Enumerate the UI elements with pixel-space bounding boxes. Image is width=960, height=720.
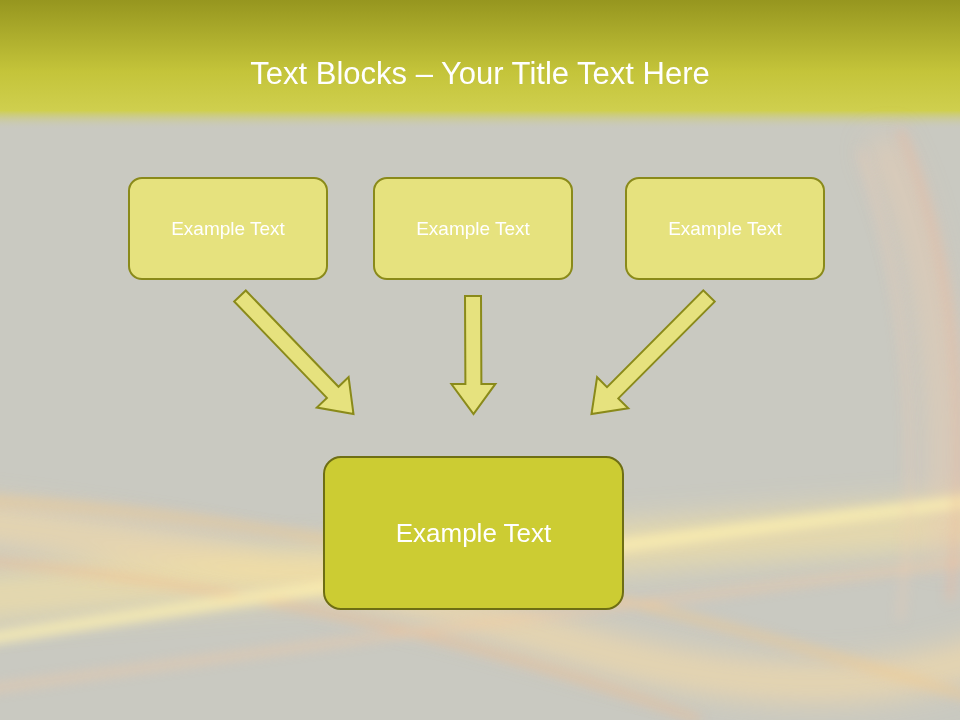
block-text: Example Text — [396, 518, 552, 549]
block-text: Example Text — [668, 218, 782, 240]
text-block: Example Text — [373, 177, 573, 280]
block-text: Example Text — [171, 218, 285, 240]
block-text: Example Text — [416, 218, 530, 240]
block-arrow — [234, 291, 353, 415]
block-arrow — [592, 290, 715, 414]
text-block: Example Text — [128, 177, 328, 280]
slide-title: Text Blocks – Your Title Text Here — [0, 54, 960, 94]
block-arrow — [451, 296, 495, 414]
result-box: Example Text — [323, 456, 624, 610]
text-block: Example Text — [625, 177, 825, 280]
